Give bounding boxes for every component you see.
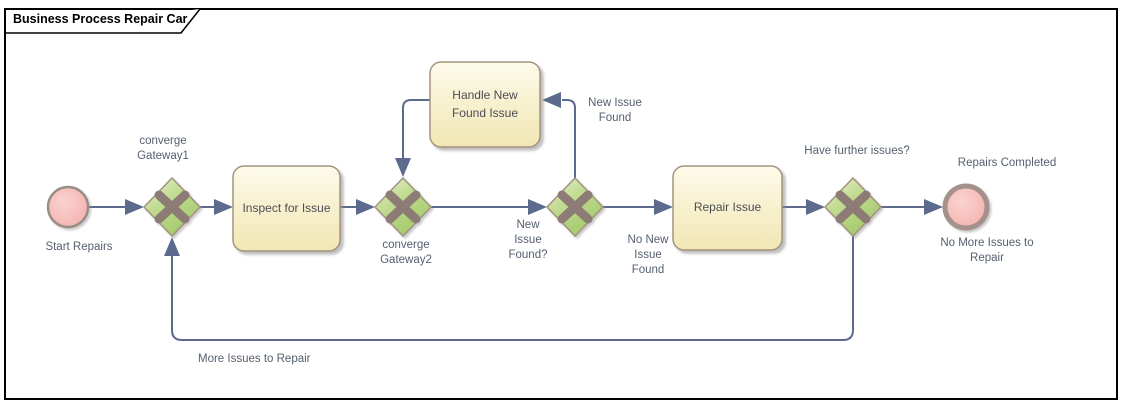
flow-start-to-gateway1[interactable] <box>88 199 144 215</box>
end-event-circle[interactable] <box>942 183 990 231</box>
arrowhead <box>654 199 673 215</box>
arrowhead <box>542 92 561 108</box>
task-handle-new-found-issue[interactable] <box>429 61 541 148</box>
diagram-frame <box>4 8 1118 400</box>
arrowhead <box>214 199 233 215</box>
arrowhead <box>164 237 180 256</box>
flow-gateway4-to-end[interactable] <box>881 199 943 215</box>
task-repair-issue[interactable] <box>672 165 783 251</box>
flow-inspect-to-gateway2[interactable] <box>340 199 375 215</box>
gateway3-diamond[interactable] <box>545 176 605 238</box>
arrowhead <box>356 199 375 215</box>
gateway-x-icon <box>557 190 593 224</box>
gateway1-diamond[interactable] <box>142 176 202 238</box>
flow-repair-to-gateway4[interactable] <box>782 199 825 215</box>
gateway2-diamond[interactable] <box>373 176 433 238</box>
gateway4-diamond[interactable] <box>823 176 883 238</box>
arrowhead <box>528 199 547 215</box>
arrowhead <box>924 199 943 215</box>
diagram-title-tab <box>5 8 201 34</box>
gateway-x-icon <box>835 190 871 224</box>
arrowhead <box>806 199 825 215</box>
arrowhead <box>395 158 411 177</box>
flow-gateway1-to-inspect[interactable] <box>200 199 233 215</box>
gateway-x-icon <box>385 190 421 224</box>
flow-gateway2-to-gateway3[interactable] <box>431 199 547 215</box>
task-inspect-for-issue[interactable] <box>232 165 341 252</box>
gateway-x-icon <box>154 190 190 224</box>
arrowhead <box>125 199 144 215</box>
flow-gateway3-to-handle-new-issue[interactable] <box>542 92 576 178</box>
flow-gateway4-loop-to-gateway1[interactable] <box>164 236 854 341</box>
diagram-title: Business Process Repair Car <box>13 12 188 26</box>
flow-gateway3-to-repair[interactable] <box>603 199 673 215</box>
flow-handle-to-gateway2[interactable] <box>395 99 430 177</box>
start-event-circle[interactable] <box>46 185 90 229</box>
